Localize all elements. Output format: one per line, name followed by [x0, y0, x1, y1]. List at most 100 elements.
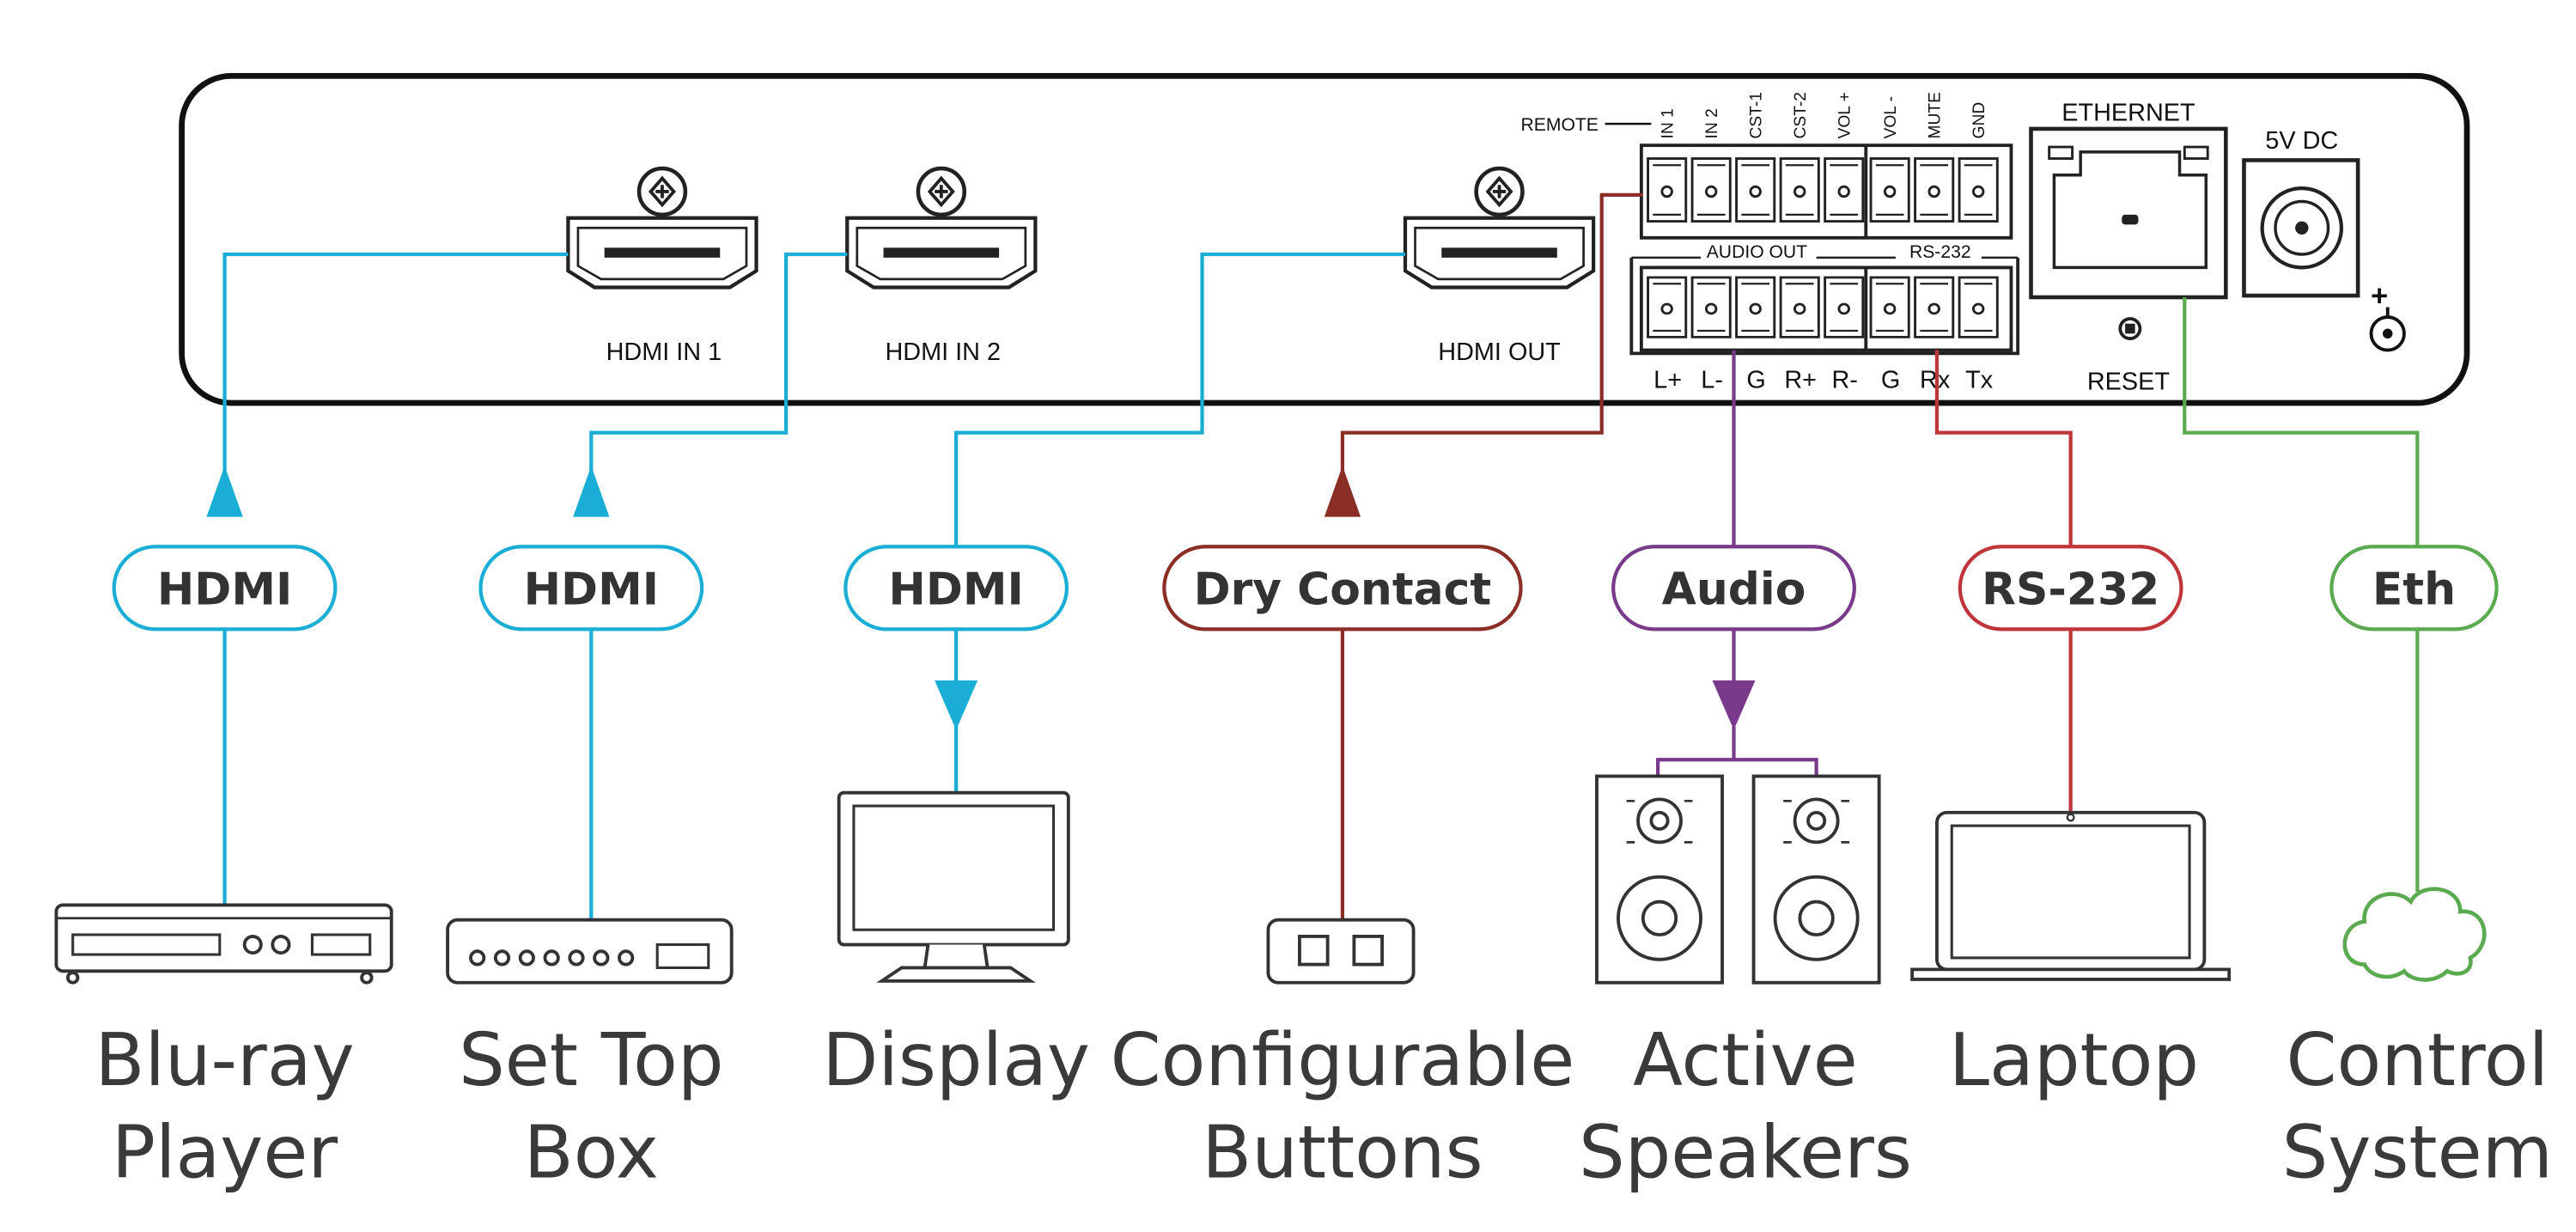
- connection-label: HDMI: [888, 564, 1023, 616]
- cable-ethernet: [2183, 297, 2420, 547]
- cable-stb-hdmi: [589, 252, 848, 483]
- remote-pin-label: VOL -: [1882, 96, 1900, 138]
- remote-pin: [1914, 157, 1955, 223]
- hdmi-out-port: HDMI OUT: [1405, 168, 1593, 366]
- terminal-pin-label: G: [1881, 367, 1900, 394]
- remote-pin-label: CST-2: [1792, 92, 1810, 138]
- audio-pin: [1958, 276, 1999, 338]
- connection-label: Audio: [1662, 564, 1806, 616]
- connection-labels: HDMI HDMI HDMI Dry Contact Audio RS-232 Eth: [112, 545, 2499, 631]
- audio-pin: [1647, 276, 1688, 338]
- terminal-pin-label: R+: [1784, 367, 1817, 394]
- remote-pin: [1869, 157, 1910, 223]
- remote-pin-label: IN 2: [1703, 108, 1721, 138]
- cable-audio-split: [1655, 726, 1818, 777]
- remote-terminal-block: REMOTE IN 1 IN 2 CST-1 CST-2 VOL + VOL - MUTE G…: [1521, 92, 2013, 240]
- remote-pin: [1779, 157, 1820, 223]
- remote-pin-label: CST-1: [1747, 92, 1765, 138]
- remote-pin: [1958, 157, 1999, 223]
- ethernet-label: ETHERNET: [2061, 99, 2195, 126]
- hdmi-in-1-port: HDMI IN 1: [568, 168, 756, 366]
- device-label: Configurable: [1111, 1018, 1575, 1102]
- hdmi-in-2-port: HDMI IN 2: [847, 168, 1035, 366]
- remote-pin-label: IN 1: [1659, 108, 1677, 138]
- cloud-icon: [2342, 887, 2487, 982]
- device-label: Player: [112, 1111, 338, 1195]
- connection-pill: Audio: [1611, 545, 1856, 631]
- device-label: Blu-ray: [94, 1018, 354, 1102]
- connection-pill: Dry Contact: [1162, 545, 1523, 631]
- device-label: System: [2282, 1111, 2553, 1195]
- terminal-pin-label: G: [1746, 367, 1765, 394]
- audio-pin: [1824, 276, 1865, 338]
- device-label: Speakers: [1579, 1111, 1912, 1195]
- power-label: 5V DC: [2265, 127, 2338, 155]
- connection-label: HDMI: [157, 564, 292, 616]
- power-connector: 5V DC +: [2242, 127, 2406, 352]
- cable-lines: [222, 192, 2420, 920]
- rs232-port-label: RS-232: [1909, 242, 1971, 262]
- arrow-up-dry-contact: [1324, 466, 1361, 517]
- reset-label: RESET: [2087, 369, 2170, 396]
- connection-label: HDMI: [524, 564, 659, 616]
- remote-pin: [1647, 157, 1688, 223]
- remote-pin: [1735, 157, 1776, 223]
- speaker-left-icon: [1595, 774, 1724, 985]
- remote-pin-label: VOL +: [1836, 92, 1854, 138]
- device-label: Box: [524, 1111, 659, 1195]
- cable-dry-contact: [1340, 192, 1643, 483]
- bluray-player-icon: [54, 903, 393, 985]
- speaker-right-icon: [1751, 774, 1881, 985]
- arrow-down-audio: [1712, 680, 1756, 730]
- remote-label: REMOTE: [1521, 115, 1599, 135]
- connection-pill: HDMI: [843, 545, 1069, 631]
- speakers-icon: [1595, 774, 1881, 985]
- device-label: Active: [1633, 1018, 1858, 1102]
- audio-pin: [1779, 276, 1820, 338]
- arrows: [206, 466, 1756, 730]
- device-icons: [54, 774, 2487, 985]
- audio-pin: [1914, 276, 1955, 338]
- connection-label: Dry Contact: [1194, 564, 1492, 616]
- display-icon: [837, 790, 1070, 983]
- terminal-pin-label: Tx: [1965, 367, 1994, 394]
- hdmi-in-1-label: HDMI IN 1: [606, 338, 722, 366]
- arrow-up-stb: [573, 466, 610, 517]
- device-label: Laptop: [1949, 1018, 2199, 1102]
- terminal-pin-label: L+: [1653, 367, 1682, 394]
- hdmi-in-2-label: HDMI IN 2: [885, 338, 1001, 366]
- reset-button: RESET: [2087, 317, 2170, 396]
- connection-pill: HDMI: [112, 545, 338, 631]
- remote-pin: [1690, 157, 1732, 223]
- arrow-down-display: [935, 680, 978, 730]
- cable-rs232: [1934, 350, 2073, 547]
- terminal-pin-label: R-: [1831, 367, 1857, 394]
- ethernet-port: ETHERNET: [2029, 99, 2228, 300]
- audio-out-label: AUDIO OUT: [1707, 242, 1807, 262]
- cable-bluray-hdmi: [222, 252, 569, 483]
- audio-pin: [1869, 276, 1910, 338]
- terminal-pin-label: L-: [1701, 367, 1723, 394]
- hdmi-out-label: HDMI OUT: [1438, 338, 1561, 366]
- device-label: Display: [822, 1018, 1090, 1102]
- buttons-icon: [1266, 918, 1416, 985]
- audio-pin: [1690, 276, 1732, 338]
- arrow-up-bluray: [206, 466, 243, 517]
- audio-pin: [1735, 276, 1776, 338]
- connection-label: Eth: [2372, 564, 2456, 616]
- connection-pill: RS-232: [1958, 545, 2183, 631]
- device-panel: HDMI IN 1 HDMI IN 2 HDMI OUT REMOTE IN 1…: [179, 73, 2470, 406]
- device-label: Buttons: [1202, 1111, 1483, 1195]
- device-label: Set Top: [459, 1018, 723, 1102]
- remote-pin-label: MUTE: [1926, 92, 1944, 138]
- set-top-box-icon: [446, 918, 734, 985]
- remote-pin-label: GND: [1970, 102, 1988, 139]
- connection-pill: HDMI: [478, 545, 704, 631]
- laptop-icon: [1910, 810, 2232, 981]
- power-polarity-label: +: [2371, 280, 2388, 313]
- connection-label: RS-232: [1982, 564, 2159, 616]
- remote-pin: [1824, 157, 1865, 223]
